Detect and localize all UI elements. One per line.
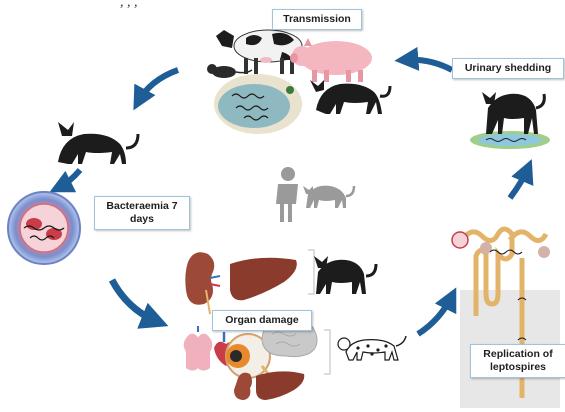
urinary-shedding-group — [470, 92, 550, 149]
arrow-urine-to-transmission — [404, 60, 452, 70]
contaminated-water-icon — [214, 74, 302, 134]
replication-group — [452, 229, 560, 408]
cat-icon — [314, 256, 376, 294]
cat-icon — [482, 92, 544, 134]
kidney-icon — [234, 373, 252, 400]
urinary-shedding-label: Urinary shedding — [452, 58, 564, 79]
svg-text:, , ,: , , , — [120, 0, 138, 10]
blood-vessel-icon — [8, 192, 80, 264]
bacteraemia-label: Bacteraemia 7 days — [94, 196, 190, 230]
lung-icon — [184, 326, 213, 371]
organ-damage-label: Organ damage — [212, 310, 312, 331]
cat-icon — [303, 186, 354, 208]
cat-icon — [310, 80, 390, 114]
arrow-cat-to-bacteraemia — [58, 170, 80, 188]
liver-icon — [256, 371, 304, 400]
arrow-replication-to-urine — [510, 168, 528, 198]
replication-label: Replication of leptospires — [470, 344, 565, 378]
liver-icon — [230, 258, 297, 301]
transmission-group — [207, 30, 390, 134]
kidney-icon — [185, 252, 220, 314]
dog-icon — [338, 336, 406, 360]
urine-puddle-icon — [470, 131, 550, 149]
cat-icon — [58, 122, 138, 164]
human-icon — [276, 167, 298, 222]
arrow-organ-to-replication — [418, 296, 452, 334]
transmission-label: Transmission — [272, 9, 362, 30]
arrow-transmission-to-cat — [138, 70, 178, 102]
arrow-bacteraemia-to-organ — [112, 280, 158, 322]
